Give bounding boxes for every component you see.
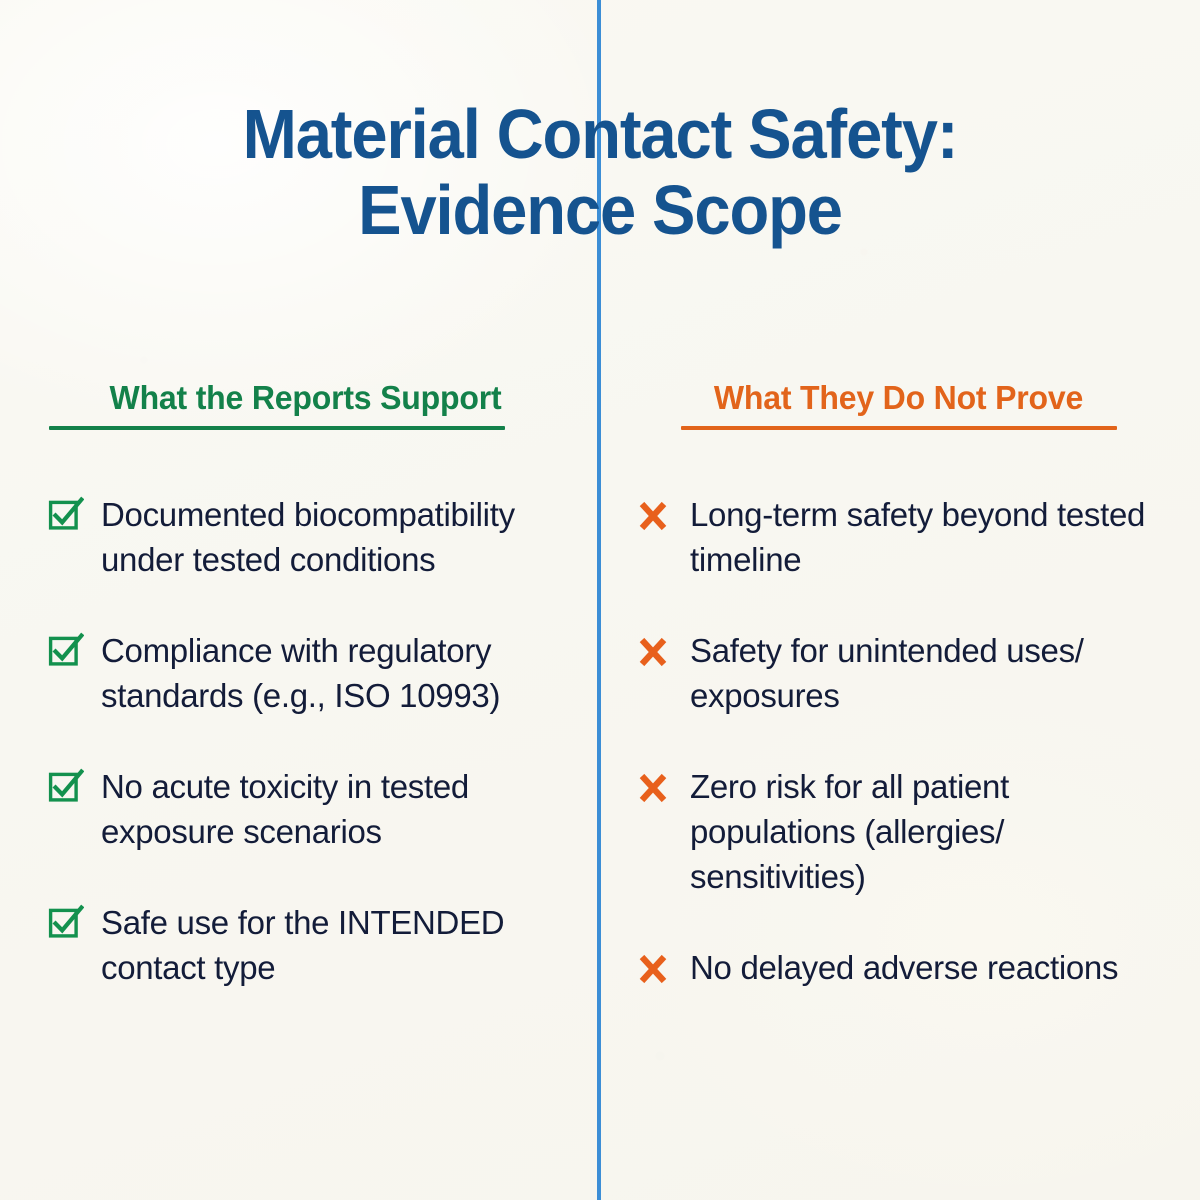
list-item: Compliance with regulatory standards (e.…: [48, 628, 563, 718]
cross-mark-icon: [637, 949, 677, 985]
column-support-underline: [49, 426, 505, 430]
comparison-columns: What the Reports Support Documented bioc…: [0, 378, 1200, 990]
column-support-header: What the Reports Support: [109, 379, 502, 416]
column-not-proven: What They Do Not Prove Long-term safety …: [597, 378, 1200, 990]
list-item-text: Safety for unintended uses/ exposures: [690, 632, 1084, 714]
list-item: Safety for unintended uses/ exposures: [637, 628, 1160, 718]
vertical-divider-line: [597, 0, 601, 1200]
list-item: No delayed adverse reactions: [637, 945, 1160, 990]
column-not-proven-header: What They Do Not Prove: [713, 379, 1084, 416]
list-item: Long-term safety beyond tested timeline: [637, 492, 1160, 582]
list-item-text: Long-term safety beyond tested timeline: [690, 496, 1146, 578]
list-item: Zero risk for all patient populations (a…: [637, 764, 1160, 899]
checkbox-checked-icon: [48, 496, 88, 532]
title-line-2: Evidence Scope: [358, 171, 843, 249]
cross-mark-icon: [637, 496, 677, 532]
list-item-text: Safe use for the INTENDED contact type: [101, 904, 505, 986]
page-title: Material Contact Safety: Evidence Scope: [0, 96, 1200, 248]
list-item-text: Documented biocompatibility under tested…: [101, 496, 515, 578]
checkbox-checked-icon: [48, 904, 88, 940]
title-line-1: Material Contact Safety:: [242, 95, 959, 173]
support-item-list: Documented biocompatibility under tested…: [48, 492, 563, 990]
cross-mark-icon: [637, 768, 677, 804]
list-item-text: Zero risk for all patient populations (a…: [690, 768, 1009, 895]
checkbox-checked-icon: [48, 632, 88, 668]
column-not-proven-underline: [680, 426, 1117, 430]
not-proven-item-list: Long-term safety beyond tested timeline …: [637, 492, 1160, 990]
checkbox-checked-icon: [48, 768, 88, 804]
list-item-text: No delayed adverse reactions: [690, 949, 1119, 986]
list-item: No acute toxicity in tested exposure sce…: [48, 764, 563, 854]
list-item-text: No acute toxicity in tested exposure sce…: [101, 768, 469, 850]
list-item-text: Compliance with regulatory standards (e.…: [101, 632, 501, 714]
column-support: What the Reports Support Documented bioc…: [0, 378, 597, 990]
cross-mark-icon: [637, 632, 677, 668]
list-item: Documented biocompatibility under tested…: [48, 492, 563, 582]
list-item: Safe use for the INTENDED contact type: [48, 900, 563, 990]
